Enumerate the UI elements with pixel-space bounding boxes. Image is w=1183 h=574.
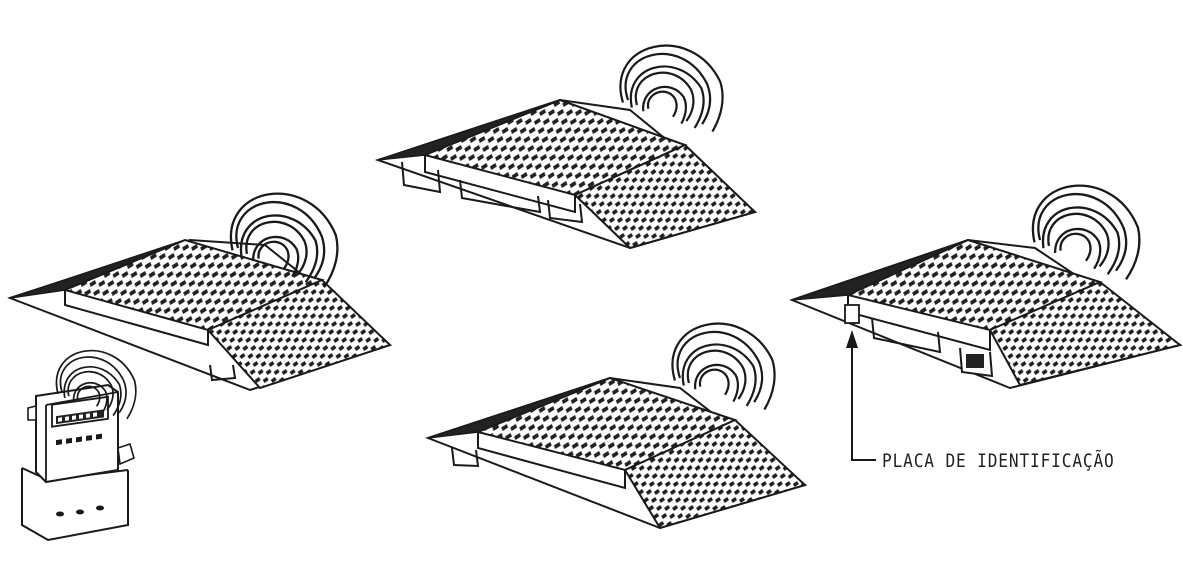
side-knob	[27, 404, 37, 421]
side-knob	[117, 442, 135, 466]
platform-center-top	[374, 98, 758, 250]
identification-plate-label: PLACA DE IDENTIFICAÇÃO	[882, 450, 1115, 472]
callout-leader	[846, 330, 876, 461]
platform-left	[6, 238, 393, 392]
platform-center-bottom	[425, 376, 808, 530]
platform-right	[789, 238, 1183, 390]
keypad	[56, 433, 102, 446]
